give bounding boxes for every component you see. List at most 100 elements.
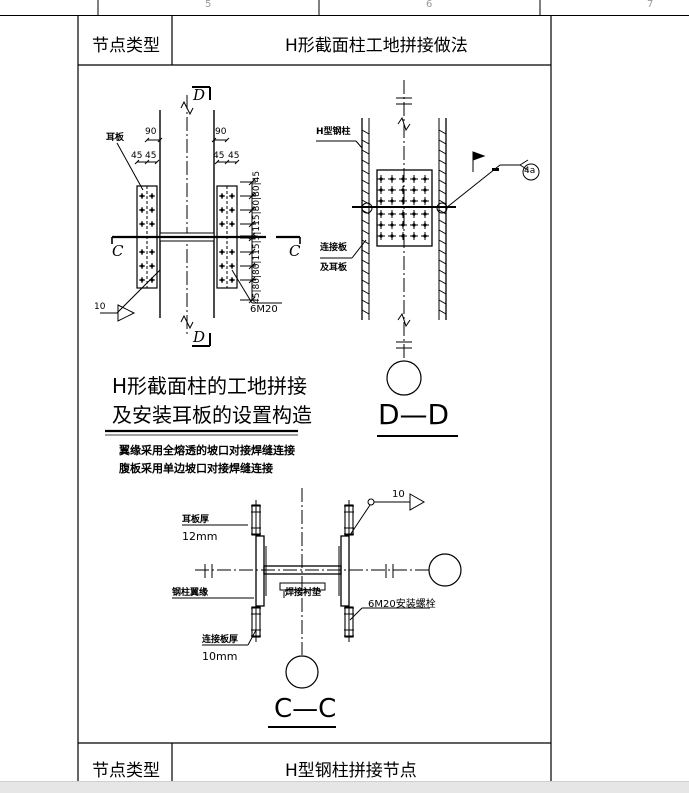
dim-vertical-stack: 45|80|80|115|5|115|80|80|45 — [252, 170, 262, 304]
dd-weld-symbol: 4a — [524, 166, 536, 176]
weld-size-10: 10 — [94, 302, 106, 312]
bolt-mark — [230, 278, 234, 282]
flange-tick — [438, 129, 447, 135]
section-label-d-top: D — [193, 86, 206, 104]
flange-tick — [438, 289, 447, 295]
flange-tick — [361, 129, 370, 135]
bolt-mark — [140, 208, 144, 212]
flange-tick — [438, 219, 447, 225]
cc-bolt-label: 6M20安装螺栓 — [368, 599, 436, 610]
bolt-mark — [412, 199, 416, 203]
dd-flange-ticks — [361, 129, 447, 315]
bolt-mark — [150, 278, 154, 282]
flange-tick — [361, 259, 370, 265]
dim-tick — [248, 296, 256, 304]
bolt-mark — [220, 222, 224, 226]
bolt-mark — [220, 250, 224, 254]
bolt-mark — [230, 208, 234, 212]
bolt-mark — [401, 223, 405, 227]
dim-tick — [248, 220, 256, 228]
flange-tick — [438, 239, 447, 245]
section-label-c-left: C — [112, 242, 124, 260]
flange-tick — [361, 139, 370, 145]
flange-tick — [361, 199, 370, 205]
bolt-mark — [379, 199, 383, 203]
section-label-c-right: C — [289, 242, 301, 260]
dd-view — [316, 80, 540, 437]
elevation-bolts — [139, 193, 235, 283]
bolt-mark — [379, 188, 383, 192]
bolt-mark — [140, 264, 144, 268]
flange-tick — [361, 279, 370, 285]
bolt-mark — [412, 212, 416, 216]
header-node-type-label: 节点类型 — [92, 36, 160, 56]
dim-tick — [248, 178, 256, 186]
flange-tick — [438, 149, 447, 155]
bolt-mark — [150, 250, 154, 254]
dim-tick — [248, 206, 256, 214]
cc-weld-size: 10 — [392, 489, 405, 500]
bolt-mark — [412, 188, 416, 192]
cc-backing-label: 焊接衬垫 — [285, 588, 322, 598]
flange-tick — [438, 139, 447, 145]
caption-note-2: 腹板采用单边坡口对接焊缝连接 — [119, 462, 273, 475]
dim-45-4: 45 — [228, 151, 240, 161]
flange-tick — [361, 219, 370, 225]
bolt-mark — [412, 177, 416, 181]
bolt-mark — [423, 223, 427, 227]
bolt-mark — [140, 250, 144, 254]
bolt-mark — [379, 177, 383, 181]
dim-tick — [248, 262, 256, 270]
dd-bolt-grid — [377, 175, 429, 240]
dim-90-right: 90 — [215, 127, 227, 137]
footer-node-type-label: 节点类型 — [92, 761, 160, 781]
flange-tick — [438, 189, 447, 195]
flange-tick — [438, 279, 447, 285]
caption-line-2: 及安装耳板的设置构造 — [112, 403, 312, 427]
flange-tick — [361, 169, 370, 175]
flange-tick — [361, 189, 370, 195]
cc-ear-thick-value: 12mm — [182, 530, 218, 543]
flange-tick — [361, 289, 370, 295]
flange-tick — [361, 239, 370, 245]
flange-tick — [361, 269, 370, 275]
flange-tick — [361, 179, 370, 185]
dim-45-2: 45 — [145, 151, 157, 161]
bolt-mark — [379, 223, 383, 227]
bolt-mark — [412, 223, 416, 227]
status-bar — [0, 781, 689, 793]
bolt-mark — [401, 188, 405, 192]
bolt-mark — [220, 264, 224, 268]
bolt-mark — [230, 222, 234, 226]
bolt-mark — [390, 177, 394, 181]
bolt-mark — [401, 212, 405, 216]
flange-tick — [438, 309, 447, 315]
bolt-mark — [230, 194, 234, 198]
ruler-number-7: 7 — [647, 0, 654, 10]
bolt-mark — [220, 208, 224, 212]
cc-section-title: C—C — [274, 694, 337, 724]
section-label-d-bottom: D — [193, 328, 206, 346]
bolt-label-6m20: 6M20 — [250, 304, 278, 315]
dim-45-1: 45 — [131, 151, 143, 161]
cc-plate-thick-label: 连接板厚 — [202, 635, 239, 645]
bolt-mark — [390, 212, 394, 216]
bolt-mark — [423, 234, 427, 238]
bolt-mark — [150, 194, 154, 198]
flange-tick — [438, 209, 447, 215]
dd-plate-label-2: 及耳板 — [320, 263, 348, 273]
flange-tick — [438, 299, 447, 305]
caption-line-1: H形截面柱的工地拼接 — [112, 374, 308, 398]
bolt-mark — [423, 212, 427, 216]
ruler-number-6: 6 — [426, 0, 433, 10]
flange-tick — [438, 199, 447, 205]
bolt-mark — [230, 264, 234, 268]
bolt-mark — [401, 199, 405, 203]
flange-tick — [361, 209, 370, 215]
flange-tick — [361, 229, 370, 235]
bolt-mark — [220, 278, 224, 282]
dim-tick — [248, 248, 256, 256]
cc-flange-label: 钢柱翼缘 — [172, 588, 209, 598]
dd-section-title: D—D — [378, 398, 450, 431]
